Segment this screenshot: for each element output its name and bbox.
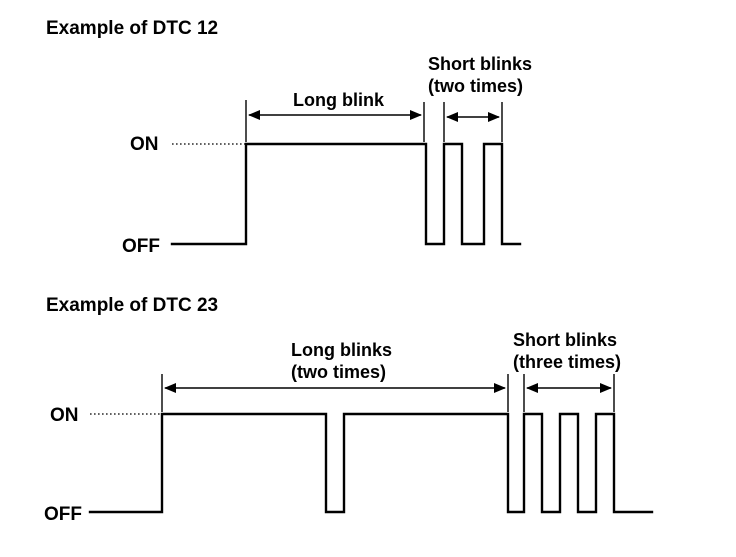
figure1-short-blinks-label: Short blinks bbox=[428, 54, 532, 74]
figure2-title: Example of DTC 23 bbox=[46, 295, 218, 316]
figure2-on-label: ON bbox=[50, 405, 79, 426]
figure-dtc-12: Example of DTC 12 ON OFF Long blink Shor… bbox=[46, 18, 532, 257]
figure1-short-blinks-count: (two times) bbox=[428, 76, 523, 96]
figure1-blink-waveform bbox=[170, 142, 522, 246]
figure1-off-label: OFF bbox=[122, 236, 160, 257]
figure1-long-blink-label: Long blink bbox=[293, 90, 385, 110]
figure2-off-label: OFF bbox=[44, 504, 82, 525]
figure1-title: Example of DTC 12 bbox=[46, 18, 218, 39]
figure2-blink-waveform bbox=[88, 412, 654, 514]
figure2-long-blinks-count: (two times) bbox=[291, 362, 386, 382]
figure1-on-label: ON bbox=[130, 134, 159, 155]
figure2-short-blinks-label: Short blinks bbox=[513, 330, 617, 350]
figure2-short-blinks-count: (three times) bbox=[513, 352, 621, 372]
figure-dtc-23: Example of DTC 23 ON OFF Long blinks (tw… bbox=[44, 295, 654, 525]
figure2-long-blinks-label: Long blinks bbox=[291, 340, 392, 360]
